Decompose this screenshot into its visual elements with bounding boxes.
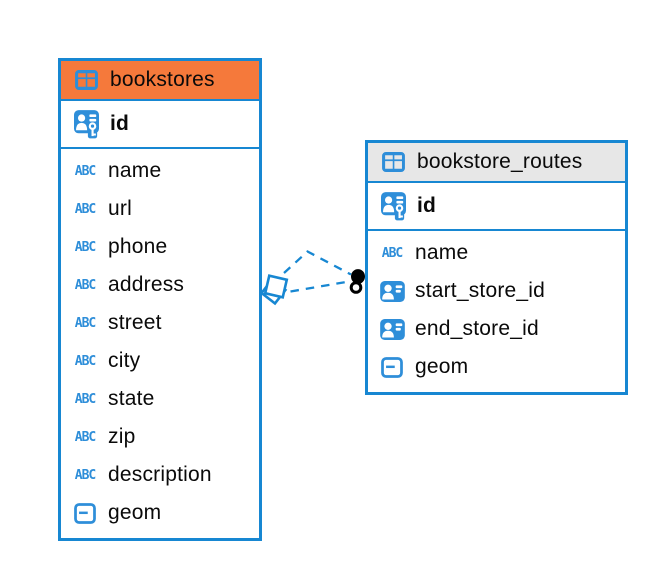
- cardinality-diamond-marker[interactable]: [259, 274, 289, 306]
- abc-icon: ABC: [74, 467, 97, 483]
- relationship-line-lower: [290, 280, 350, 293]
- column-row-geom[interactable]: geom: [61, 494, 259, 532]
- abc-icon: ABC: [74, 201, 97, 217]
- column-row-state[interactable]: ABC state: [61, 380, 259, 418]
- column-row-url[interactable]: ABC url: [61, 190, 259, 228]
- column-name: geom: [415, 355, 469, 378]
- abc-icon: ABC: [381, 245, 404, 261]
- table-header-bookstore-routes[interactable]: bookstore_routes: [368, 143, 625, 183]
- column-name: start_store_id: [415, 279, 546, 302]
- table-header-bookstores[interactable]: bookstores: [61, 61, 259, 101]
- abc-icon: ABC: [74, 315, 97, 331]
- abc-icon: ABC: [74, 163, 97, 179]
- primary-key-name: id: [110, 112, 130, 135]
- table-bookstore-routes[interactable]: bookstore_routes id ABC name start_store_i…: [365, 140, 628, 395]
- column-row-address[interactable]: ABC address: [61, 266, 259, 304]
- primary-key-name: id: [417, 194, 437, 217]
- column-name: state: [108, 387, 155, 410]
- table-icon: [378, 152, 408, 172]
- table-title: bookstore_routes: [417, 150, 583, 173]
- column-row-city[interactable]: ABC city: [61, 342, 259, 380]
- column-row-street[interactable]: ABC street: [61, 304, 259, 342]
- primary-key-row-id[interactable]: id: [368, 183, 625, 231]
- relationship-line-upper: [283, 250, 352, 276]
- column-name: name: [108, 159, 162, 182]
- column-name: geom: [108, 501, 162, 524]
- column-name: phone: [108, 235, 168, 258]
- column-row-phone[interactable]: ABC phone: [61, 228, 259, 266]
- column-name: url: [108, 197, 132, 220]
- primary-key-row-id[interactable]: id: [61, 101, 259, 149]
- abc-icon: ABC: [74, 429, 97, 445]
- column-row-zip[interactable]: ABC zip: [61, 418, 259, 456]
- geometry-icon: [377, 356, 407, 378]
- column-name: street: [108, 311, 162, 334]
- abc-icon: ABC: [74, 277, 97, 293]
- column-name: city: [108, 349, 141, 372]
- column-name: zip: [108, 425, 136, 448]
- table-title: bookstores: [110, 68, 215, 91]
- column-name: end_store_id: [415, 317, 539, 340]
- column-name: name: [415, 241, 469, 264]
- person-ref-icon: [377, 318, 407, 340]
- abc-icon: ABC: [74, 391, 97, 407]
- column-row-name[interactable]: ABC name: [61, 152, 259, 190]
- person-ref-icon: [377, 280, 407, 302]
- person-key-icon: [378, 191, 408, 221]
- geometry-icon: [70, 502, 100, 524]
- column-row-start_store_id[interactable]: start_store_id: [368, 272, 625, 310]
- column-name: address: [108, 273, 185, 296]
- abc-icon: ABC: [74, 239, 97, 255]
- table-icon: [71, 70, 101, 90]
- relationship-connector[interactable]: [259, 250, 365, 306]
- column-row-end_store_id[interactable]: end_store_id: [368, 310, 625, 348]
- column-row-description[interactable]: ABC description: [61, 456, 259, 494]
- column-row-name[interactable]: ABC name: [368, 234, 625, 272]
- column-row-geom[interactable]: geom: [368, 348, 625, 386]
- cardinality-dot-marker[interactable]: [349, 269, 365, 294]
- person-key-icon: [71, 109, 101, 139]
- column-name: description: [108, 463, 212, 486]
- abc-icon: ABC: [74, 353, 97, 369]
